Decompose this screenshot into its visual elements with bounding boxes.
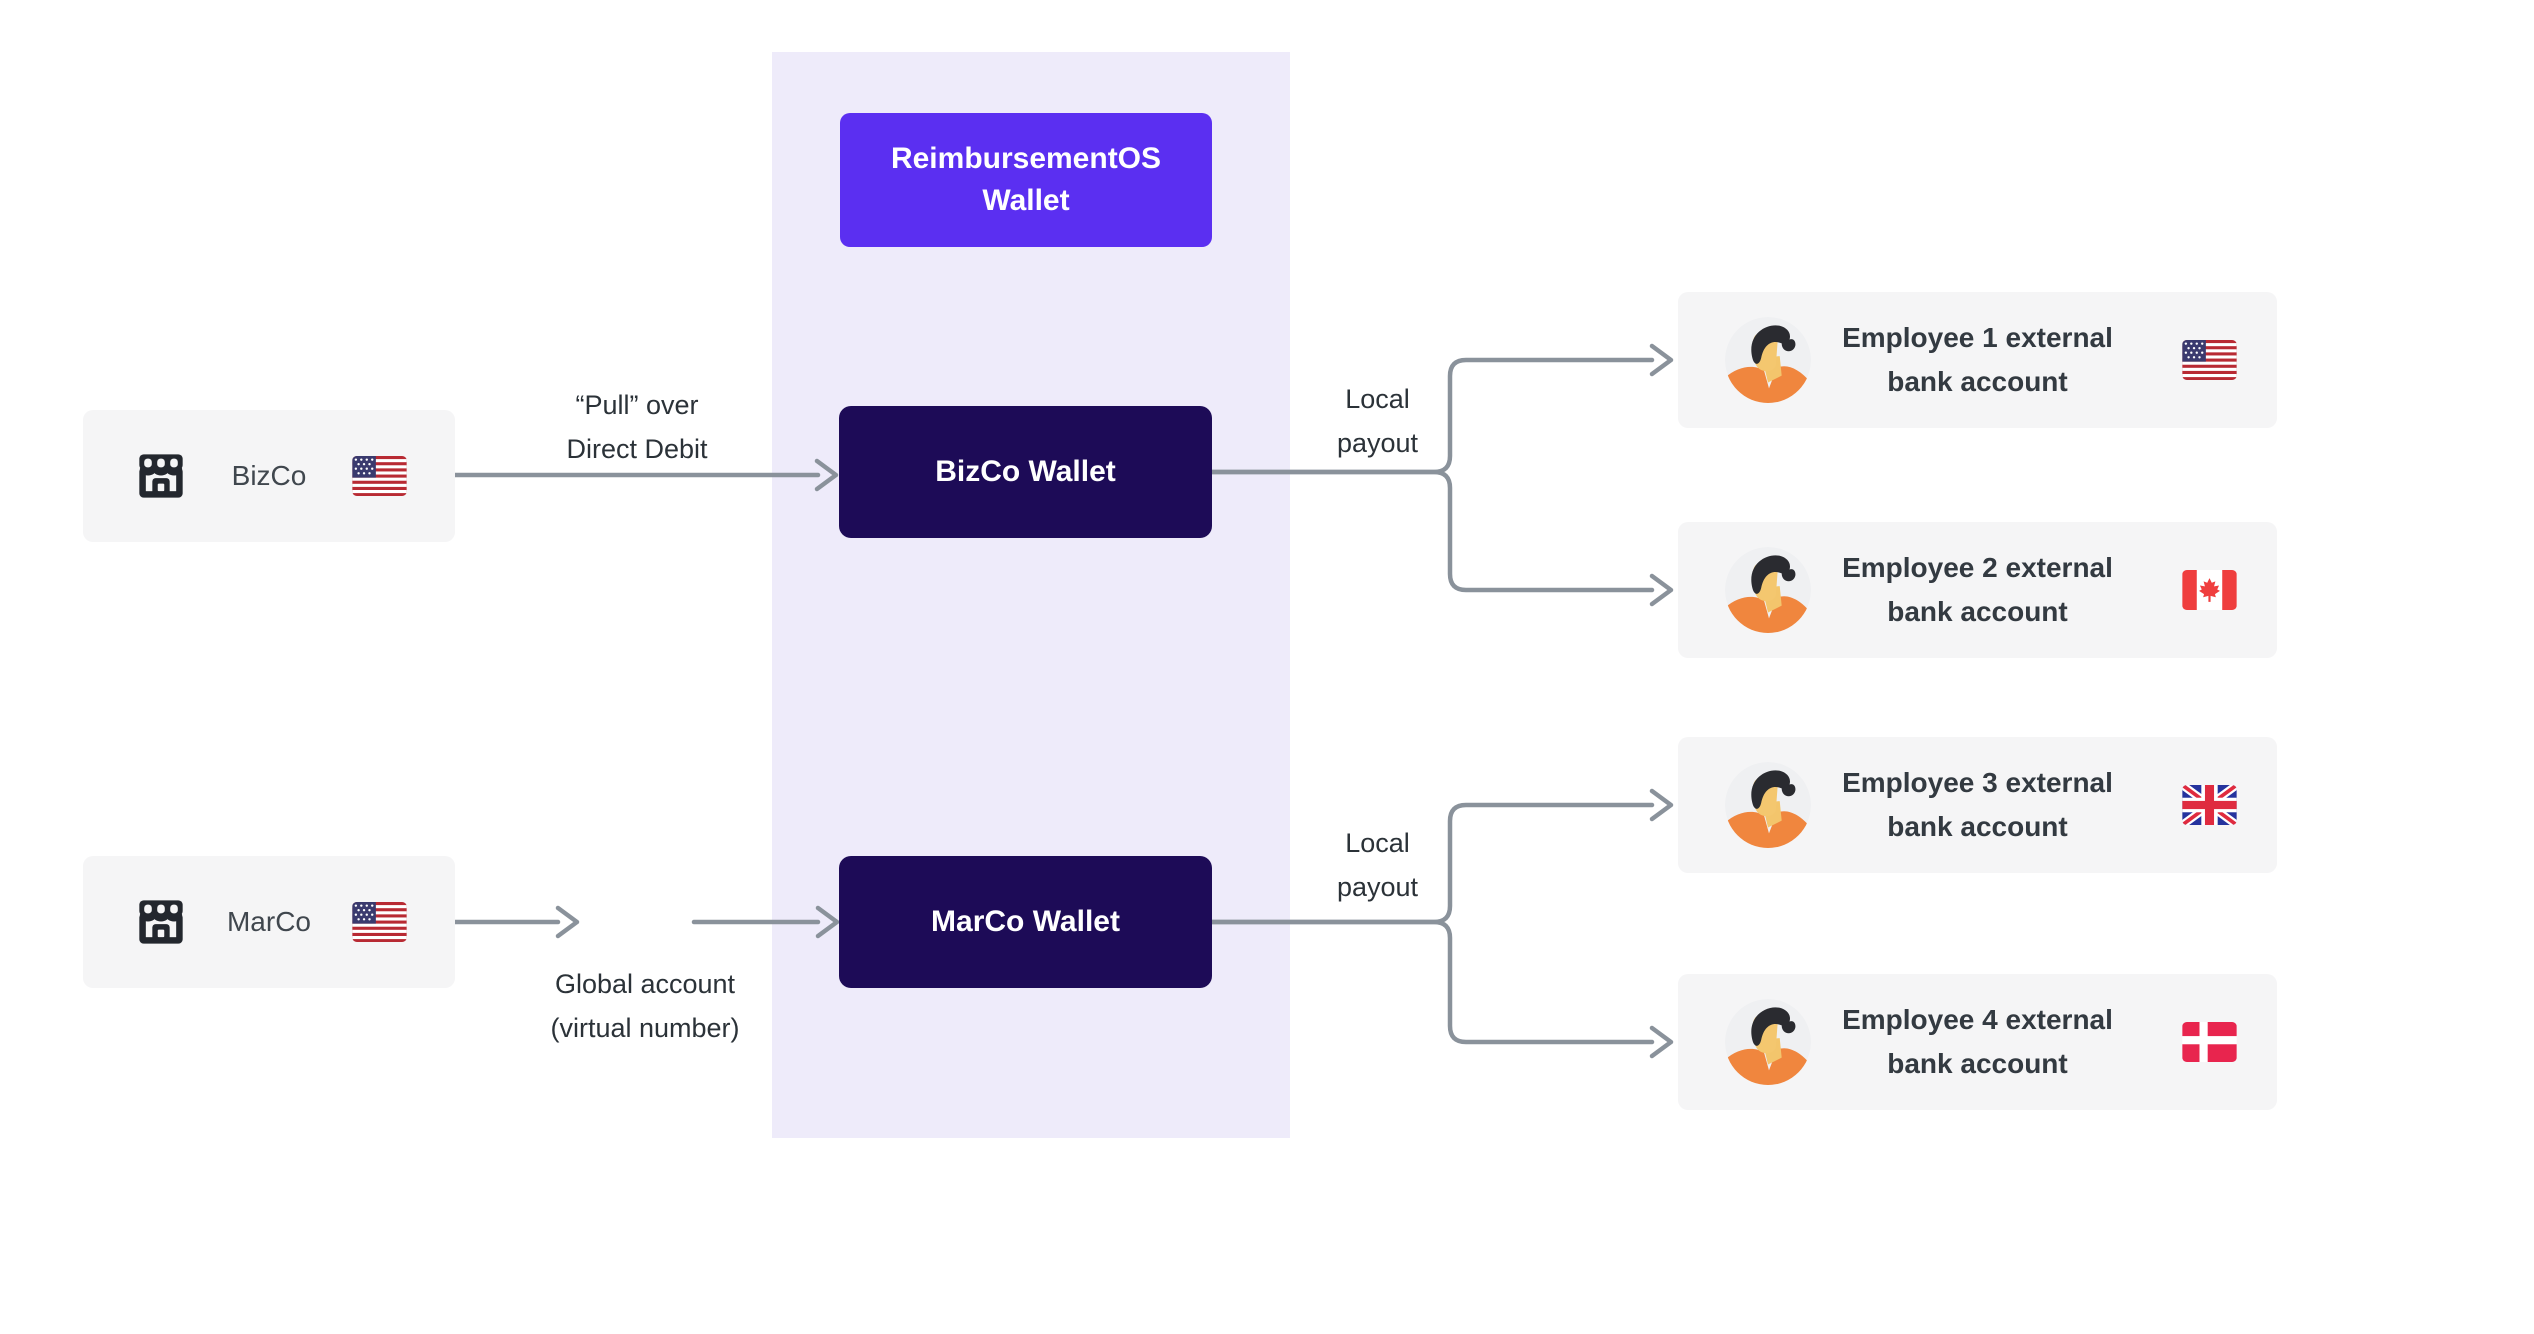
arrowhead-employee3: [1649, 788, 1674, 822]
pull-direct-debit-label: “Pull” over Direct Debit: [566, 390, 708, 464]
local-payout-label-bottom: Local payout: [1336, 828, 1419, 902]
storefront-icon: [139, 454, 183, 498]
global-account-label: Global account (virtual number): [550, 969, 740, 1043]
person-avatar-icon: [1725, 317, 1811, 403]
local-payout-label-top: Local payout: [1336, 384, 1419, 458]
employee-label: Employee 4 external bank account: [1842, 1004, 2113, 1079]
employee-node-3: Employee 3 external bank account: [1678, 737, 2277, 873]
person-avatar-icon: [1725, 547, 1811, 633]
bizco-wallet-node: BizCo Wallet: [839, 406, 1212, 538]
uk-flag-icon: [2182, 785, 2237, 825]
marco-wallet-node: MarCo Wallet: [839, 856, 1212, 988]
arrowhead-employee2: [1649, 573, 1674, 607]
person-avatar-icon: [1725, 762, 1811, 848]
company-node-marco: MarCo: [83, 856, 455, 988]
denmark-flag-icon: [2182, 1022, 2237, 1062]
marco-wallet-label: MarCo Wallet: [931, 905, 1120, 938]
arrowhead-employee1: [1649, 343, 1674, 377]
bizco-wallet-label: BizCo Wallet: [935, 455, 1116, 488]
us-flag-icon: [352, 456, 407, 496]
employee-node-2: Employee 2 external bank account: [1678, 522, 2277, 658]
person-avatar-icon: [1725, 999, 1811, 1085]
canada-flag-icon: [2182, 570, 2237, 610]
company-name: MarCo: [226, 906, 311, 937]
us-flag-icon: [352, 902, 407, 942]
arrowhead-employee4: [1649, 1025, 1674, 1059]
us-flag-icon: [2182, 340, 2237, 380]
employee-node-1: Employee 1 external bank account: [1678, 292, 2277, 428]
company-name: BizCo: [231, 460, 307, 491]
employee-label: Employee 1 external bank account: [1842, 322, 2113, 397]
arrowhead-marco-to-global: [555, 905, 580, 939]
company-node-bizco: BizCo: [83, 410, 455, 542]
reimbursementos-wallet-label: ReimbursementOS Wallet: [890, 142, 1162, 217]
reimbursementos-wallet-node: ReimbursementOS Wallet: [840, 113, 1212, 247]
storefront-icon: [139, 900, 183, 944]
employee-label: Employee 2 external bank account: [1842, 552, 2113, 627]
employee-node-4: Employee 4 external bank account: [1678, 974, 2277, 1110]
employee-label: Employee 3 external bank account: [1842, 767, 2113, 842]
